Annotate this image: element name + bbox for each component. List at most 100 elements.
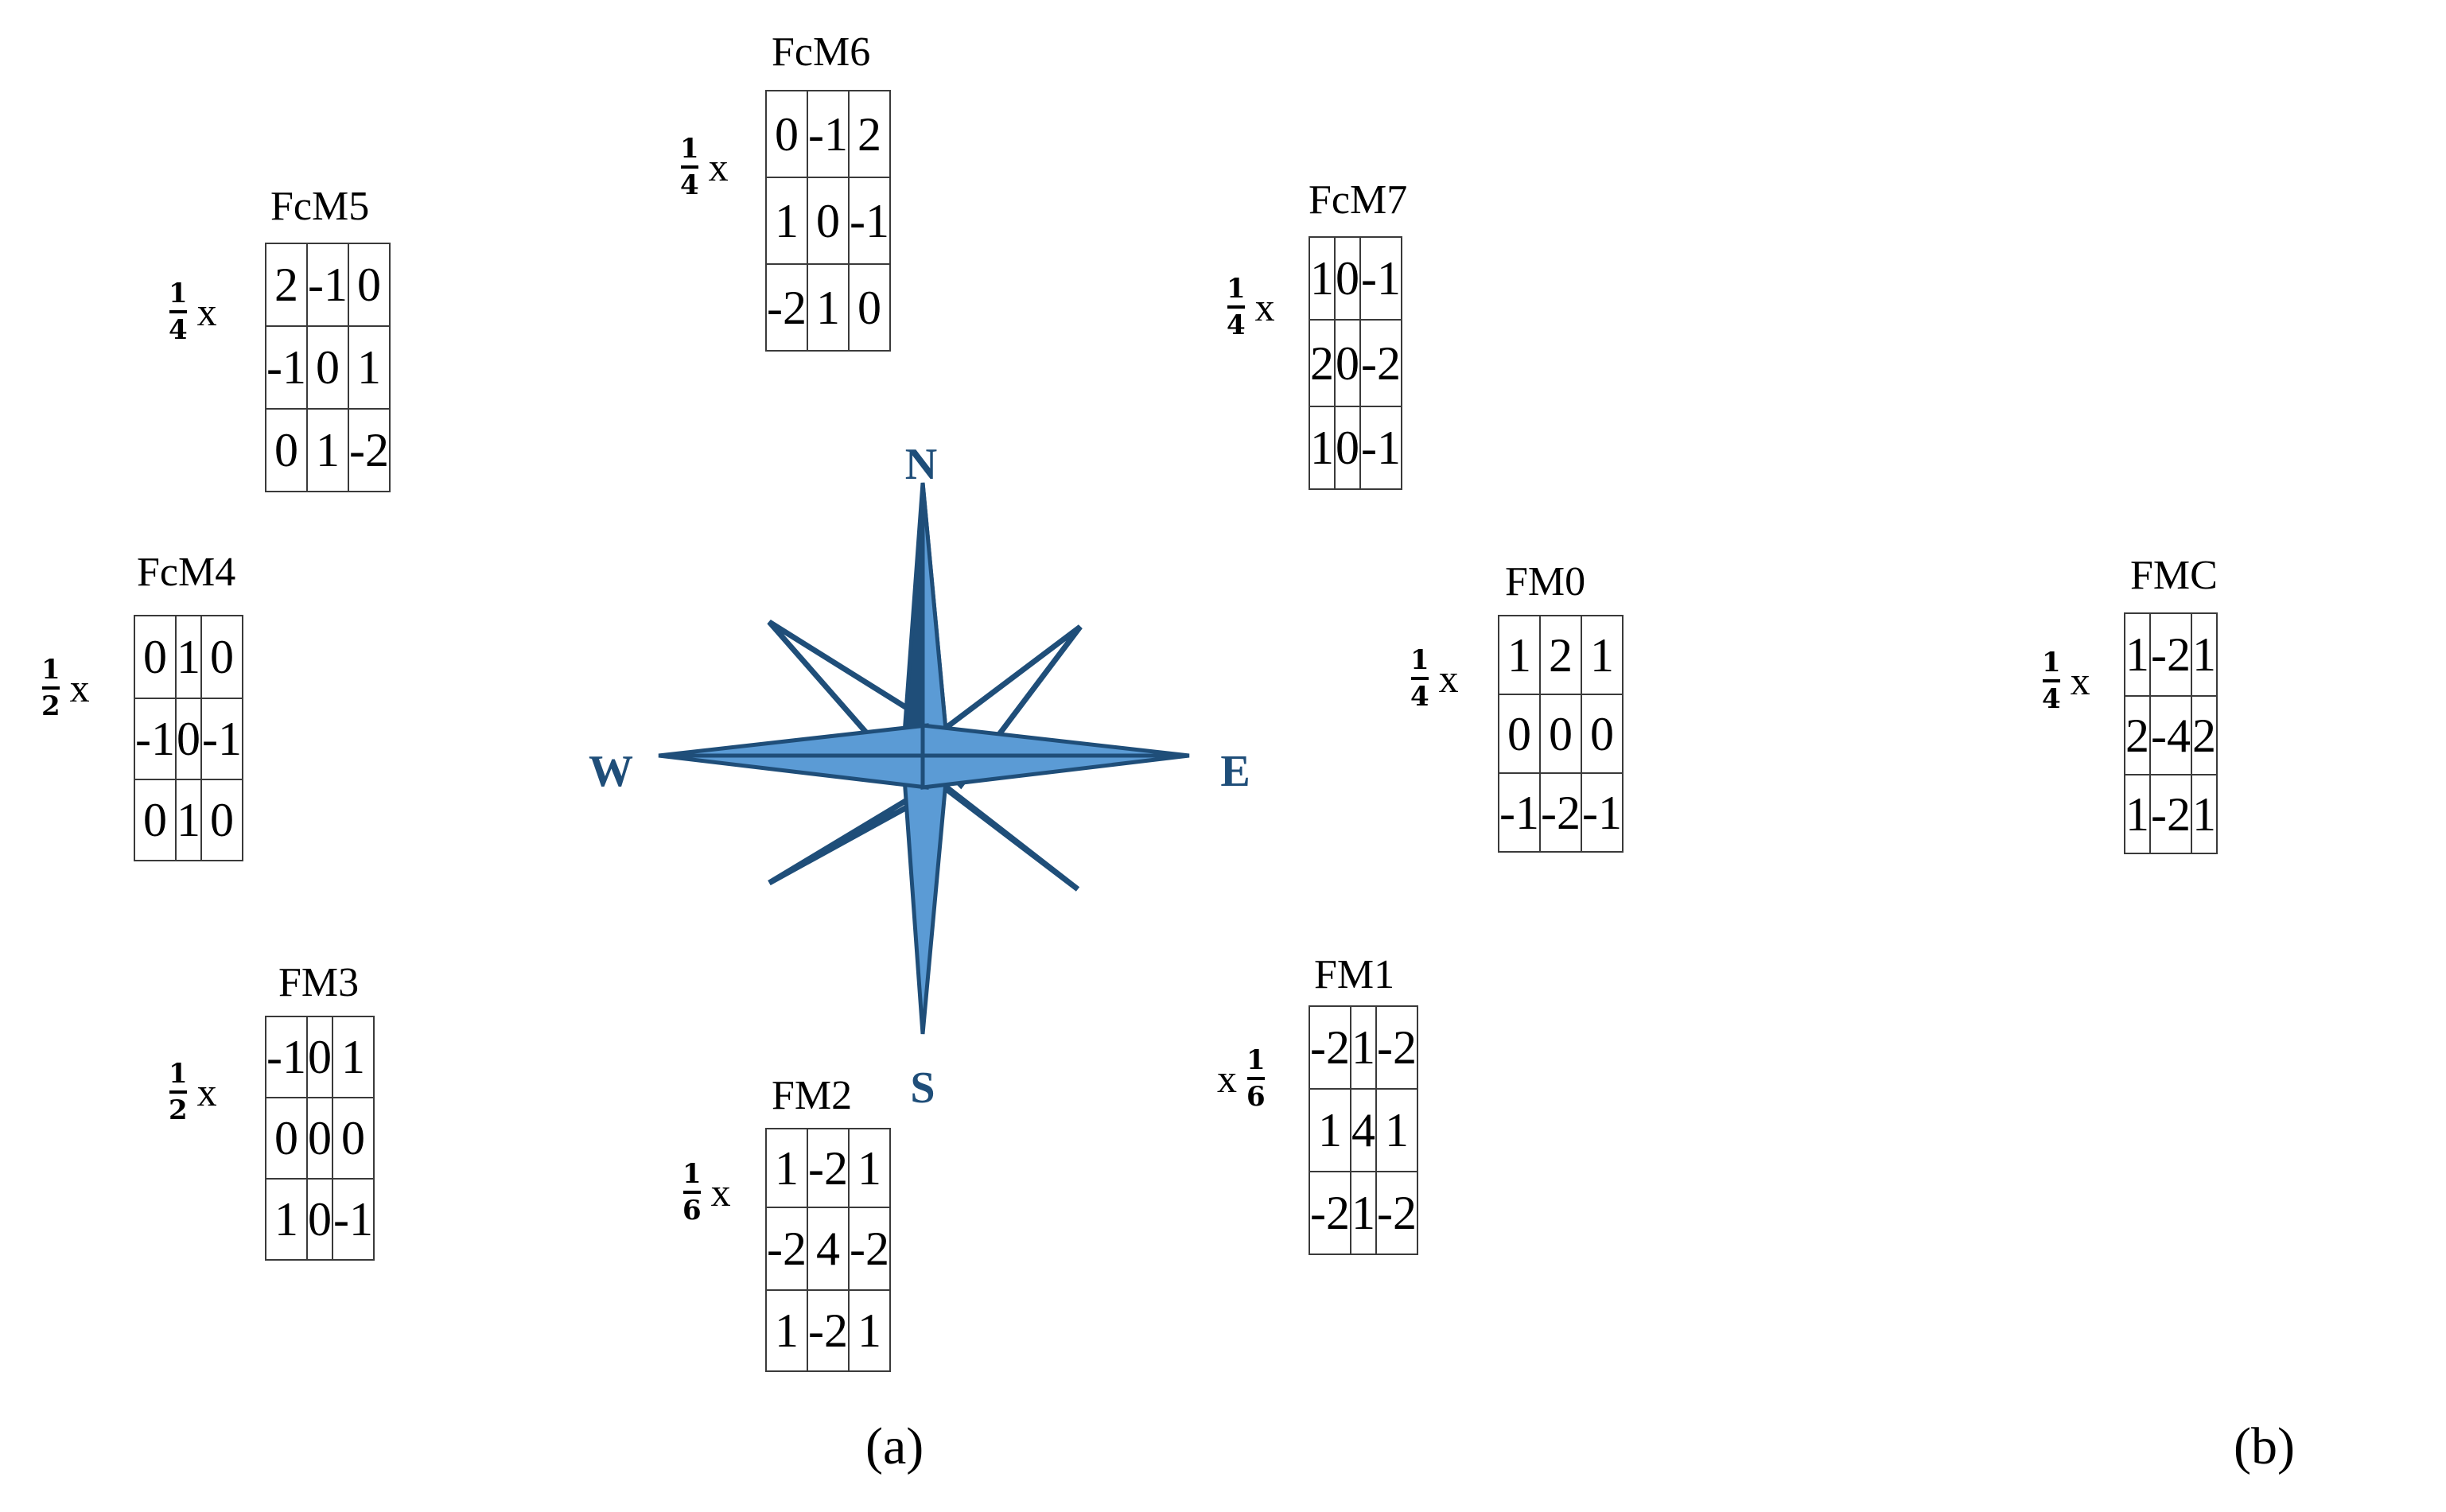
multiply-x: x [2070,659,2090,703]
matrix-cell: -4 [2149,695,2192,775]
matrix-cell: 0 [1334,236,1361,321]
multiply-x: x [1254,285,1275,329]
matrix-cell: 2 [1538,615,1582,695]
fraction-bar [1410,677,1429,680]
matrix-cell: 4 [806,1207,850,1291]
fraction-denominator: 6 [682,1195,702,1226]
mask-title: FM3 [278,960,360,1005]
mask-title: FM1 [1314,952,1395,997]
matrix-cell: 2 [847,90,891,178]
matrix-cell: -2 [806,1128,850,1208]
matrix-cell: 0 [305,1097,333,1180]
matrix-cell: 1 [1498,615,1541,695]
matrix-cell: 0 [1538,694,1582,774]
matrix-cell: 1 [2190,612,2218,697]
matrix-cell: 1 [174,615,202,699]
matrix-cell: -2 [847,1207,891,1291]
matrix-cell: -2 [1375,1005,1418,1090]
matrix-cell: -1 [200,698,243,780]
matrix-cell: 1 [331,1016,375,1098]
matrix-cell: 1 [265,1178,308,1261]
matrix-cell: 1 [2190,774,2218,854]
fraction-numerator: 1 [1227,273,1246,305]
matrix-cell: -2 [2149,774,2192,854]
matrix-cell: -1 [265,325,308,410]
caption-a: (a) [865,1417,924,1475]
matrix-cell: -1 [806,90,850,178]
multiply-x: x [1438,656,1459,701]
matrix-cell: -2 [1538,772,1582,853]
fraction-denominator: 4 [1227,309,1246,341]
fraction-numerator: 1 [2042,647,2061,678]
fraction-bar [169,1090,187,1094]
fraction-denominator: 2 [41,690,60,722]
matrix-cell: 0 [347,243,391,327]
fraction-denominator: 4 [2042,683,2061,715]
matrix-cell: -2 [806,1289,850,1372]
multiply-x: x [69,666,90,710]
matrix-cell: -1 [847,177,891,265]
matrix-cell: -2 [347,408,391,492]
matrix-cell: 1 [305,408,349,492]
matrix-cell: -1 [265,1016,308,1098]
matrix-cell: 0 [200,615,243,699]
matrix-cell: -2 [765,263,808,352]
fraction-bar [41,686,60,690]
fraction-denominator: 6 [1246,1081,1266,1113]
fraction-numerator: 1 [680,133,699,165]
matrix-cell: -1 [1498,772,1541,853]
fraction-denominator: 4 [1410,681,1429,713]
fraction-numerator: 1 [682,1158,702,1190]
compass-label-n: N [905,440,937,489]
matrix-cell: 1 [2124,612,2151,697]
matrix-cell: 0 [1334,406,1361,490]
fraction-denominator: 4 [169,314,188,346]
matrix-cell: 0 [331,1097,375,1180]
matrix-cell: 1 [847,1289,891,1372]
multiply-x: x [196,1070,217,1114]
matrix-cell: 0 [265,1097,308,1180]
compass-label-s: S [910,1063,935,1113]
matrix-cell: 2 [265,243,308,327]
matrix-cell: 0 [134,779,177,861]
matrix-cell: -1 [134,698,177,780]
multiply-x: x [196,290,217,334]
fraction-bar [1246,1077,1265,1080]
matrix-cell: 1 [174,779,202,861]
mask-title: FMC [2130,553,2218,598]
fraction-numerator: 1 [169,278,188,309]
matrix-cell: -1 [1359,406,1402,490]
matrix-cell: 4 [1349,1088,1377,1172]
matrix-cell: 0 [806,177,850,265]
matrix-cell: 1 [765,1128,808,1208]
matrix-row: -1-2-1 [1498,772,1624,853]
